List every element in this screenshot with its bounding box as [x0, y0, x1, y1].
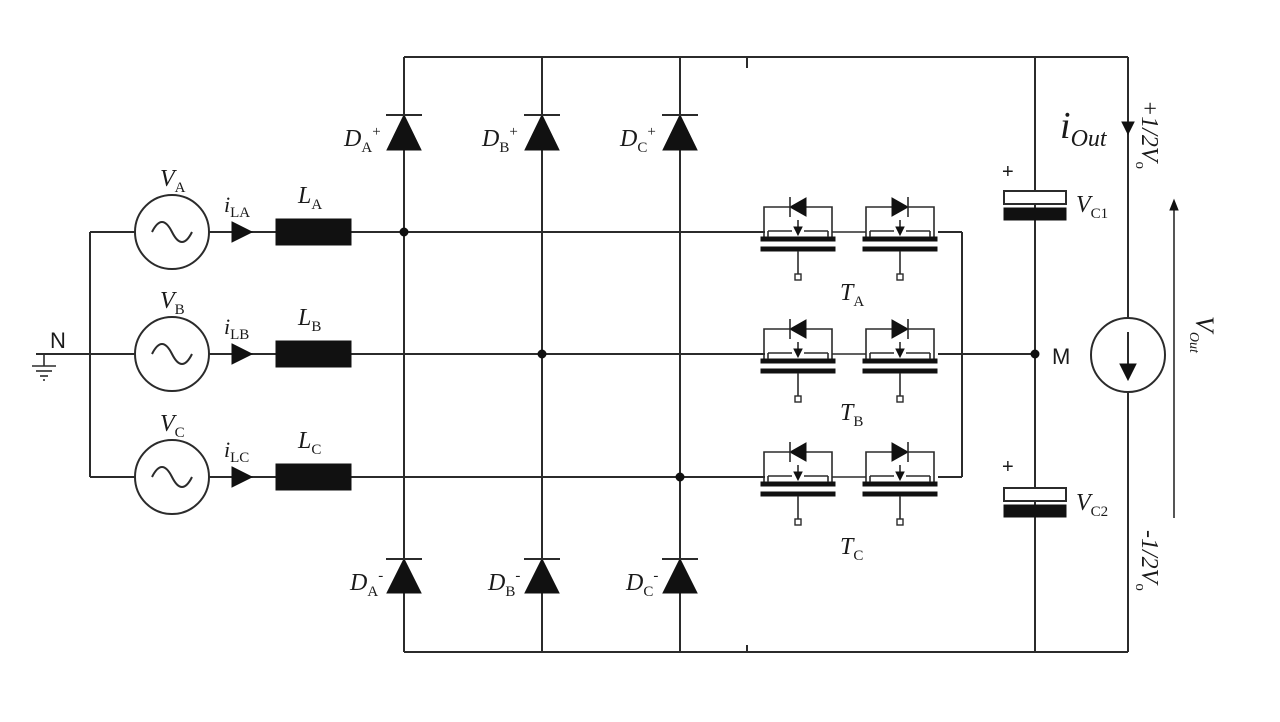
- phase-c-input: VC iLC LC: [134, 411, 352, 515]
- phase-b-input: VB iLB LB: [134, 288, 352, 392]
- sine-wave-icon: [151, 343, 193, 365]
- svg-text:DB-: DB-: [487, 568, 520, 600]
- svg-text:iLA: iLA: [224, 192, 250, 221]
- sine-wave-icon: [151, 221, 193, 243]
- output-current-label: iOut: [1060, 105, 1108, 152]
- inductor-a: [275, 218, 352, 246]
- output-current-arrow-icon: [1121, 121, 1135, 136]
- svg-text:TB: TB: [840, 400, 863, 430]
- capacitor-c2: + VC2: [1002, 456, 1108, 520]
- midpoint-label: M: [1052, 344, 1070, 369]
- svg-text:iLC: iLC: [224, 437, 249, 466]
- sine-wave-icon: [151, 466, 193, 488]
- phase-a-input: VA iLA LA: [134, 166, 352, 270]
- current-arrow-icon: [231, 343, 254, 365]
- svg-text:VC2: VC2: [1076, 490, 1108, 520]
- arrow-down-icon: [1119, 363, 1137, 382]
- diode-b-minus: DB-: [487, 557, 560, 600]
- svg-text:+: +: [1002, 161, 1014, 183]
- diode-c-minus: DC-: [625, 557, 698, 600]
- svg-text:LB: LB: [297, 305, 321, 335]
- svg-text:DC+: DC+: [619, 124, 656, 156]
- ground-symbol: [32, 354, 56, 381]
- negative-half-voltage-label: -1/2Vo: [1132, 530, 1162, 591]
- current-arrow-icon: [231, 466, 254, 488]
- inductor-b: [275, 340, 352, 368]
- svg-text:VA: VA: [160, 166, 186, 196]
- svg-text:DA-: DA-: [349, 568, 383, 600]
- current-source-load: [1090, 317, 1166, 393]
- capacitor-c1: + VC1: [1002, 161, 1108, 222]
- positive-half-voltage-label: +1/2Vo: [1132, 100, 1162, 169]
- diode-c-plus: DC+: [619, 113, 698, 156]
- svg-text:DB+: DB+: [481, 124, 518, 156]
- svg-text:+: +: [1002, 456, 1014, 478]
- switch-tc: TC: [760, 441, 938, 564]
- inductor-c: [275, 463, 352, 491]
- svg-text:DA+: DA+: [343, 124, 381, 156]
- neutral-label: N: [50, 328, 66, 353]
- diode-a-plus: DA+: [343, 113, 422, 156]
- svg-text:TA: TA: [840, 280, 864, 310]
- svg-text:VB: VB: [160, 288, 185, 318]
- diode-a-minus: DA-: [349, 557, 422, 600]
- junction-dots: [399, 227, 1040, 482]
- svg-text:LC: LC: [297, 428, 321, 458]
- svg-text:iLB: iLB: [224, 314, 249, 343]
- svg-text:LA: LA: [297, 183, 322, 213]
- diode-b-plus: DB+: [481, 113, 560, 156]
- switch-tb: TB: [760, 318, 938, 430]
- switch-ta: TA: [760, 196, 938, 310]
- current-arrow-icon: [231, 221, 254, 243]
- svg-text:VC1: VC1: [1076, 192, 1108, 222]
- svg-text:VC: VC: [160, 411, 185, 441]
- output-voltage-label: VOut: [1186, 316, 1219, 354]
- svg-text:TC: TC: [840, 534, 863, 564]
- svg-text:DC-: DC-: [625, 568, 658, 600]
